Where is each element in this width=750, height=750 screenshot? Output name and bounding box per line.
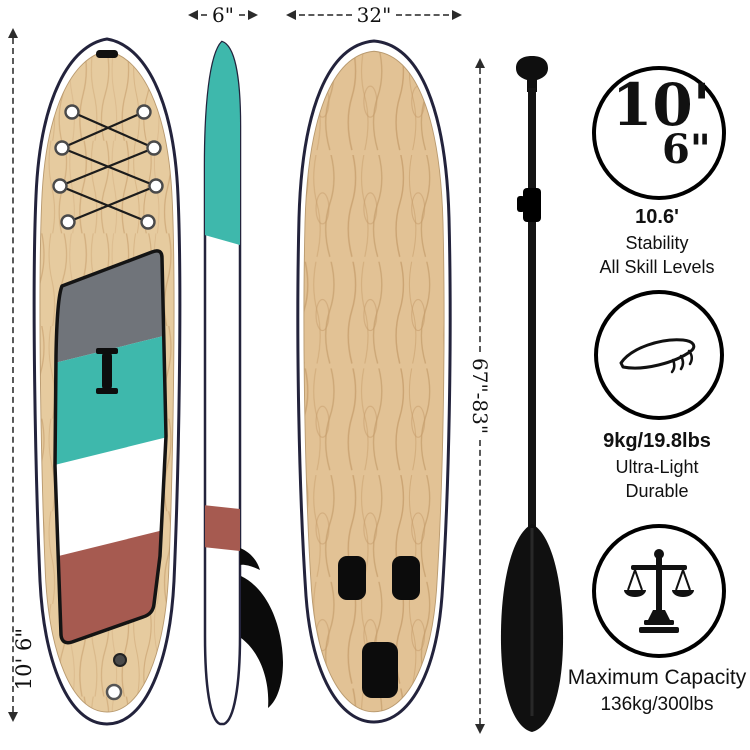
capacity-icon-circle	[592, 524, 726, 658]
paddle-shaft	[528, 88, 536, 534]
clamp-lever	[517, 196, 525, 212]
board-width-label: 32"	[356, 3, 392, 27]
small-fin	[240, 548, 260, 570]
arrow-down-icon	[475, 724, 485, 734]
board-width-dimension: 32"	[286, 4, 462, 26]
d-rings	[52, 104, 164, 230]
feature-capacity-title: Maximum Capacity	[567, 666, 747, 689]
feature-capacity: Maximum Capacity 136kg/300lbs	[564, 666, 750, 717]
feature-lightweight: 9kg/19.8lbs Ultra-Light Durable	[578, 430, 736, 504]
dashed-line	[238, 14, 245, 16]
dashed-line	[12, 38, 14, 712]
feature-stability: 10.6' Stability All Skill Levels	[578, 206, 736, 280]
tail-d-ring	[105, 683, 123, 701]
side-width-label: 6"	[212, 3, 234, 27]
feature-stability-line-1: Stability	[625, 233, 689, 253]
arrow-up-icon	[475, 58, 485, 68]
air-valve	[113, 653, 127, 667]
dashed-line	[201, 14, 208, 16]
paddle-length-label: 67"-83"	[468, 357, 492, 435]
balance-scale-icon	[624, 549, 694, 633]
size-badge: 10' 6"	[592, 66, 726, 200]
dashed-line	[479, 68, 481, 352]
board-length-dimension-line	[6, 28, 20, 722]
arrow-left-icon	[188, 10, 198, 20]
dashed-line	[396, 14, 449, 16]
arrow-up-icon	[8, 28, 18, 38]
deck-pad	[53, 249, 168, 645]
paddle	[500, 56, 564, 732]
feature-lightweight-line-1: Ultra-Light	[615, 457, 699, 477]
feature-stability-title: 10.6'	[635, 206, 679, 228]
dashed-line	[479, 440, 481, 724]
feature-capacity-line-1: 136kg/300lbs	[600, 694, 714, 715]
paddle-length-dimension: 67"-83"	[468, 58, 492, 734]
side-view-board	[203, 40, 283, 726]
arrow-right-icon	[452, 10, 462, 20]
fin-boxes	[338, 556, 420, 698]
bottom-view-board	[296, 39, 452, 724]
size-inches: 6"	[662, 126, 711, 173]
feature-lightweight-title: 9kg/19.8lbs	[603, 430, 711, 452]
nose-handle	[96, 50, 118, 58]
arrow-left-icon	[286, 10, 296, 20]
size-feet: 10'	[612, 71, 711, 139]
deck-view-board	[32, 37, 182, 726]
feature-stability-line-2: All Skill Levels	[599, 256, 715, 277]
sup-board-icon	[619, 338, 696, 374]
paddle-clamp	[523, 188, 541, 222]
dashed-line	[299, 14, 352, 16]
feature-lightweight-line-2: Durable	[625, 480, 689, 501]
side-colors	[205, 42, 240, 556]
bottom-wood	[303, 50, 445, 713]
arrow-right-icon	[248, 10, 258, 20]
lightweight-icon-circle	[594, 290, 724, 420]
bungee-cords	[59, 110, 157, 224]
arrow-down-icon	[8, 712, 18, 722]
carry-handle	[96, 348, 118, 394]
side-width-dimension: 6"	[188, 4, 258, 26]
paddle-grip	[516, 56, 548, 92]
main-fin	[241, 576, 283, 708]
